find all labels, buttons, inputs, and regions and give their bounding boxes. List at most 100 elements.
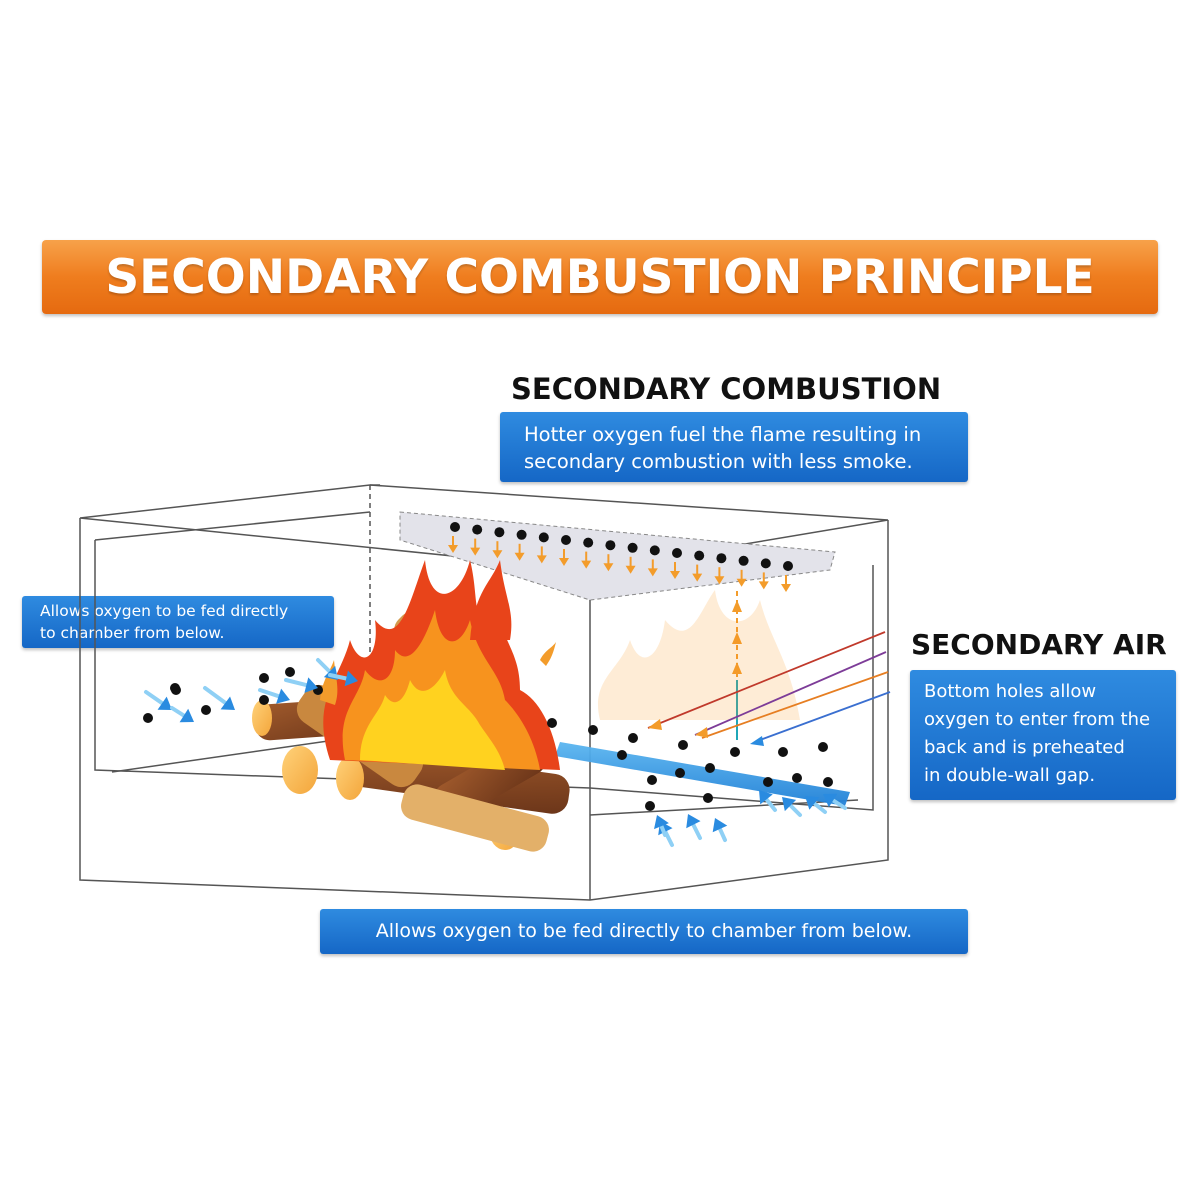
heat-arrow-head (581, 560, 592, 569)
air-arrow-stem (663, 829, 674, 847)
air-arrow-head (220, 696, 235, 710)
heat-arrow-head (536, 555, 547, 564)
left-note-line-1: Allows oxygen to be fed directly (40, 602, 289, 620)
secondary-air-arrowheads (648, 719, 764, 746)
air-arrow-head (658, 821, 673, 836)
air-arrow-stem (691, 822, 702, 840)
fire-flames (320, 560, 560, 770)
heat-arrow-head (736, 578, 747, 587)
title-banner: SECONDARY COMBUSTION PRINCIPLE (42, 240, 1158, 314)
baffle-hole (760, 558, 771, 569)
secondary-combustion-heading: SECONDARY COMBUSTION (511, 372, 942, 406)
heat-arrow-head (670, 571, 680, 579)
heat-arrow-head (448, 545, 458, 553)
air-arrow-stem (764, 797, 777, 812)
inlet-hole (143, 713, 153, 723)
heat-arrow-head (514, 552, 525, 561)
air-arrow-stem (170, 706, 186, 718)
air-arrow-head (759, 790, 773, 805)
baffle-hole (561, 535, 571, 545)
air-arrow-head (157, 696, 172, 710)
left-inlet-holes (143, 667, 323, 723)
left-note-box: Allows oxygen to be fed directly to cham… (22, 596, 334, 648)
air-arrow-head (304, 677, 318, 693)
baffle-hole (472, 524, 483, 535)
baffle-hole (450, 522, 460, 532)
heat-arrow-head (492, 550, 503, 559)
secondary-air-line-1: Bottom holes allow (924, 681, 1097, 702)
flame-reflection (597, 590, 800, 720)
page-title: SECONDARY COMBUSTION PRINCIPLE (105, 249, 1095, 305)
inlet-hole (313, 685, 323, 695)
baffle-hole (716, 553, 727, 564)
inlet-hole (285, 667, 295, 677)
secondary-air-line-3: back and is preheated (924, 737, 1125, 758)
air-arrow-head (323, 665, 338, 680)
heat-arrow-head (559, 558, 569, 566)
heat-rise-arrows (732, 600, 742, 674)
baffle-plate (399, 511, 836, 601)
secondary-combustion-line-1: Hotter oxygen fuel the flame resulting i… (524, 423, 922, 446)
air-arrow-stem (258, 688, 281, 699)
baffle-hole (538, 532, 549, 543)
baffle-hole (627, 542, 638, 553)
air-arrow-head (686, 814, 701, 829)
air-arrow-stem (717, 826, 727, 842)
secondary-air-heading: SECONDARY AIR (911, 628, 1167, 661)
heat-arrow-head (603, 563, 614, 572)
secondary-air-line-4: in double-wall gap. (924, 765, 1096, 786)
air-arrow-stem (831, 798, 847, 810)
inlet-hole (730, 747, 740, 757)
bottom-note-text: Allows oxygen to be fed directly to cham… (375, 920, 913, 942)
baffle-hole (605, 540, 616, 551)
heat-arrow-head (758, 581, 769, 590)
baffle-hole (694, 550, 705, 561)
heat-arrow-head (714, 576, 725, 585)
inlet-hole (647, 775, 657, 785)
air-arrow-head (805, 796, 820, 810)
secondary-combustion-info-box: Hotter oxygen fuel the flame resulting i… (500, 412, 968, 482)
inlet-hole (818, 742, 828, 752)
inlet-hole (645, 801, 655, 811)
baffle-hole (494, 527, 505, 538)
inlet-hole (259, 695, 269, 705)
air-arrow-head (276, 688, 290, 704)
inlet-hole (201, 705, 211, 715)
heat-arrow-head (692, 573, 703, 582)
air-arrow-head (179, 708, 194, 723)
heat-arrow-head (781, 584, 791, 592)
inlet-hole (763, 777, 773, 787)
inlet-hole (703, 793, 713, 803)
heat-arrow-head (470, 547, 481, 556)
baffle-hole (649, 545, 660, 556)
inlet-hole (778, 747, 788, 757)
air-arrow-head (344, 670, 358, 687)
inlet-hole (617, 750, 627, 760)
air-arrow-head (654, 815, 669, 830)
air-arrow-head (712, 818, 728, 833)
inlet-hole (792, 773, 802, 783)
secondary-combustion-line-2: secondary combustion with less smoke. (524, 450, 913, 473)
secondary-air-feed-lines (647, 631, 891, 741)
left-note-line-2: to chamber from below. (40, 624, 225, 642)
air-arrow-stem (316, 658, 332, 674)
air-arrow-stem (284, 678, 309, 688)
baffle-hole (672, 548, 682, 558)
inlet-hole (171, 685, 181, 695)
inlet-hole (588, 725, 598, 735)
air-arrow-stem (812, 801, 827, 814)
air-arrow-head (823, 793, 838, 808)
air-arrow-stem (144, 690, 165, 706)
bottom-note-box: Allows oxygen to be fed directly to cham… (320, 909, 968, 954)
air-arrow-head (782, 797, 797, 812)
air-channel (555, 742, 850, 806)
inlet-hole (675, 768, 685, 778)
inlet-hole (547, 718, 557, 728)
heat-arrow-head (625, 565, 636, 574)
inlet-hole (259, 673, 269, 683)
baffle-holes (448, 522, 793, 592)
chamber-box (79, 484, 889, 901)
baffle-hole (738, 555, 749, 566)
baffle-hole (583, 537, 594, 548)
baffle-hole (783, 561, 793, 571)
